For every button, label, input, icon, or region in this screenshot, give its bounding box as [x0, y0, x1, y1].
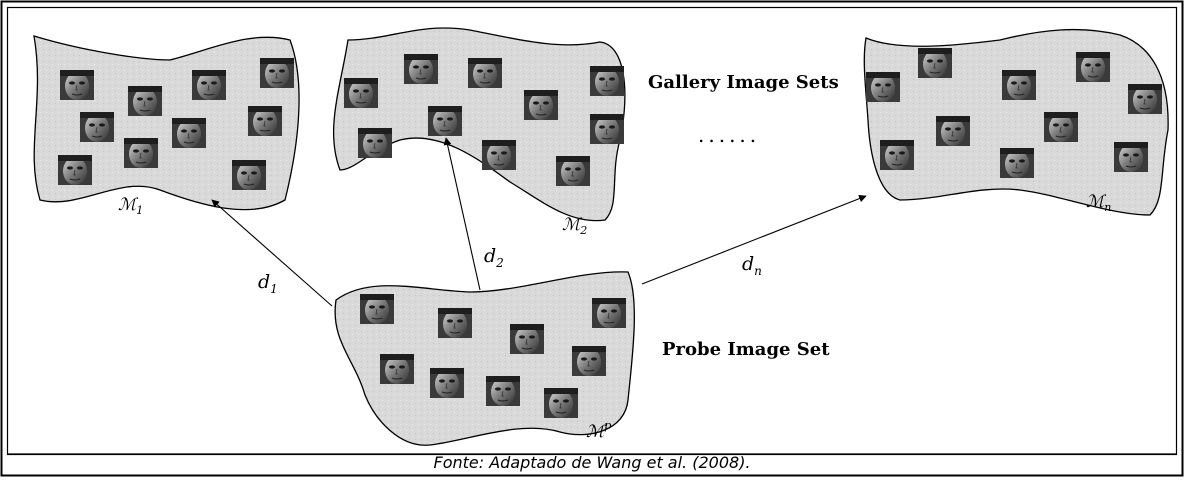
face-thumbnail — [1113, 141, 1149, 173]
face-thumbnail — [379, 353, 415, 385]
face-thumbnail — [879, 139, 915, 171]
face-thumbnail — [917, 47, 953, 79]
mp-label: ℳp — [586, 419, 611, 442]
face-thumbnail — [127, 85, 163, 117]
ellipsis-label: ...... — [698, 123, 760, 147]
face-thumbnail — [1001, 69, 1037, 101]
face-thumbnail — [481, 139, 517, 171]
manifold-m1 — [33, 35, 300, 211]
face-thumbnail — [555, 155, 591, 187]
face-thumbnail — [343, 77, 379, 109]
face-thumbnail — [571, 345, 607, 377]
probe-label: Probe Image Set — [662, 339, 830, 360]
face-thumbnail — [359, 293, 395, 325]
face-thumbnail — [429, 367, 465, 399]
face-thumbnail — [59, 69, 95, 101]
face-thumbnail — [123, 137, 159, 169]
face-thumbnail — [191, 69, 227, 101]
face-thumbnail — [357, 127, 393, 159]
manifold-probe — [334, 271, 635, 446]
face-thumbnail — [509, 323, 545, 355]
face-thumbnail — [467, 57, 503, 89]
d1-label: d1 — [258, 271, 278, 296]
face-thumbnail — [437, 307, 473, 339]
face-thumbnail — [259, 57, 295, 89]
arrow-to-m2 — [443, 137, 481, 291]
mn-label: ℳn — [1086, 192, 1111, 214]
face-thumbnail — [231, 159, 267, 191]
arrow-to-mn — [641, 194, 867, 285]
face-thumbnail — [485, 375, 521, 407]
gallery-label: Gallery Image Sets — [648, 72, 839, 93]
manifold-m2 — [332, 27, 626, 222]
face-thumbnail — [543, 387, 579, 419]
face-thumbnail — [57, 154, 93, 186]
face-thumbnail — [171, 117, 207, 149]
arrow-to-m1 — [211, 199, 333, 307]
face-thumbnail — [427, 105, 463, 137]
face-thumbnail — [523, 89, 559, 121]
face-thumbnail — [999, 147, 1035, 179]
face-thumbnail — [1043, 111, 1079, 143]
face-thumbnail — [247, 105, 283, 137]
face-thumbnail — [1075, 51, 1111, 83]
face-thumbnail — [403, 53, 439, 85]
face-thumbnail — [865, 71, 901, 103]
m2-label: ℳ2 — [562, 215, 587, 237]
face-thumbnail — [591, 297, 627, 329]
d2-label: d2 — [484, 245, 504, 270]
figure-caption: Fonte: Adaptado de Wang et al. (2008). — [433, 453, 751, 472]
face-thumbnail — [589, 65, 625, 97]
dn-label: dn — [742, 253, 762, 278]
manifold-mn — [863, 28, 1169, 216]
face-thumbnail — [589, 113, 625, 145]
face-thumbnail — [1127, 83, 1163, 115]
face-thumbnail — [935, 115, 971, 147]
m1-label: ℳ1 — [118, 195, 143, 217]
face-thumbnail — [79, 111, 115, 143]
